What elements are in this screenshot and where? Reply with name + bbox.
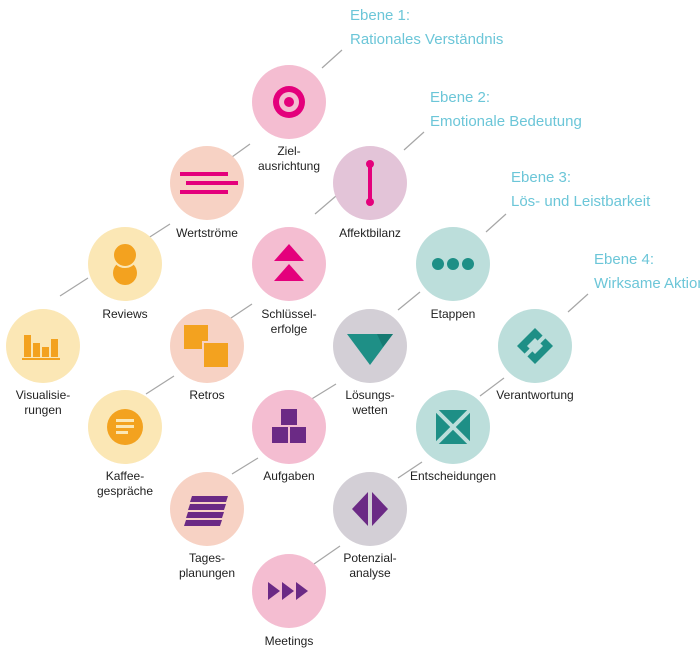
affektbilanz-node <box>333 146 407 220</box>
level-2-title: Ebene 2: <box>430 89 491 106</box>
linked-diamond-icon <box>517 328 553 364</box>
connector-line <box>321 49 343 69</box>
kaffeegespraeche-node <box>88 390 162 464</box>
tagesplanungen-node <box>170 472 244 546</box>
level-3-subtitle: Lös- und Leistbarkeit <box>511 193 651 210</box>
bar-chart-icon <box>22 335 60 360</box>
level-3-title: Ebene 3: <box>511 169 572 186</box>
reviews-node <box>88 227 162 301</box>
kaffeegespraeche-label: Kaffee- gespräche <box>96 469 154 498</box>
entscheidungen-node <box>416 390 490 464</box>
connector-line <box>313 545 341 565</box>
potenzialanalyse-node <box>333 472 407 546</box>
connector-line <box>567 293 589 313</box>
zielausrichtung-node <box>252 65 326 139</box>
affektbilanz-label: Affektbilanz <box>339 226 401 240</box>
level-2-subtitle: Emotionale Bedeutung <box>430 113 582 130</box>
connector-line <box>314 195 337 215</box>
wertstroeme-label: Wertströme <box>176 226 238 240</box>
connector-line <box>397 461 423 479</box>
level-1-title: Ebene 1: <box>350 7 411 24</box>
target-icon <box>273 86 305 118</box>
aufgaben-node <box>252 390 326 464</box>
stacked-cards-icon <box>184 496 228 526</box>
double-chevron-up-icon <box>274 244 304 281</box>
verantwortung-node <box>498 309 572 383</box>
visualisierungen-label: Visualisie- rungen <box>15 388 71 417</box>
level-1-heading: Ebene 1: Rationales Verständnis <box>350 4 503 52</box>
stream-lines-icon <box>180 172 238 194</box>
reviews-label: Reviews <box>102 307 148 321</box>
level-3-heading: Ebene 3: Lös- und Leistbarkeit <box>511 166 650 214</box>
three-dots-icon <box>432 258 474 270</box>
connector-line <box>403 131 425 151</box>
visualisierungen-node <box>6 309 80 383</box>
triple-play-icon <box>268 582 308 600</box>
connector-line <box>145 375 175 395</box>
etappen-node <box>416 227 490 301</box>
split-diamond-icon <box>352 492 388 526</box>
people-icon <box>112 242 138 285</box>
overlapping-squares-icon <box>184 325 230 369</box>
schluesselerfolge-node <box>252 227 326 301</box>
tagesplanungen-label: Tages- planungen <box>178 551 236 580</box>
level-4-title: Ebene 4: <box>594 251 655 268</box>
potenzialanalyse-label: Potenzial- analyse <box>343 551 397 580</box>
loesungswetten-node <box>333 309 407 383</box>
chat-bubble-icon <box>107 409 143 445</box>
verantwortung-label: Verantwortung <box>496 388 574 402</box>
connector-line <box>309 383 337 401</box>
level-4-heading: Ebene 4: Wirksame Aktion <box>594 248 700 296</box>
loesungswetten-label: Lösungs- wetten <box>345 388 395 417</box>
etappen-label: Etappen <box>430 307 476 321</box>
level-1-subtitle: Rationales Verständnis <box>350 31 504 48</box>
connector-line <box>397 291 421 311</box>
balance-icon <box>366 160 374 206</box>
zielausrichtung-label: Ziel- ausrichtung <box>257 144 321 173</box>
level-2-heading: Ebene 2: Emotionale Bedeutung <box>430 86 582 134</box>
level-4-subtitle: Wirksame Aktion <box>594 275 700 292</box>
crossed-arrows-icon <box>434 408 472 446</box>
retros-node <box>170 309 244 383</box>
aufgaben-label: Aufgaben <box>263 469 315 483</box>
connector-line <box>59 277 89 297</box>
connector-line <box>485 213 507 233</box>
funnel-triangle-icon <box>347 334 393 365</box>
connector-line <box>231 457 259 475</box>
entscheidungen-label: Entscheidungen <box>409 469 497 483</box>
stacked-boxes-icon <box>272 409 306 443</box>
wertstroeme-node <box>170 146 244 220</box>
schluesselerfolge-label: Schlüssel- erfolge <box>261 307 317 336</box>
meetings-label: Meetings <box>264 634 314 648</box>
connector-line <box>479 377 505 397</box>
retros-label: Retros <box>189 388 225 402</box>
meetings-node <box>252 554 326 628</box>
